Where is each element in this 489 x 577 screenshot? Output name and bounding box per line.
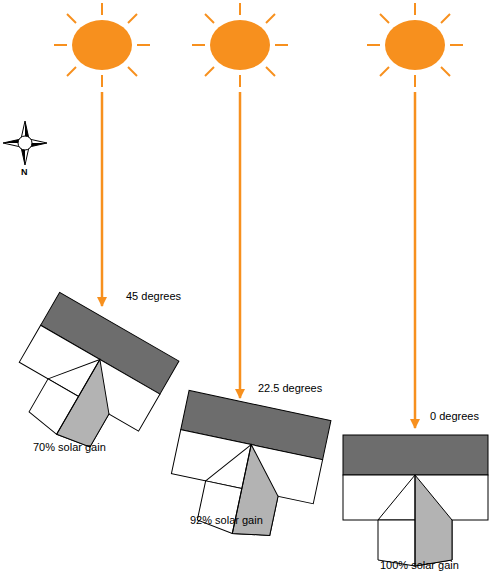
sun xyxy=(367,3,463,87)
compass-rose xyxy=(3,121,47,165)
angle-label: 22.5 degrees xyxy=(258,382,322,395)
house-plan xyxy=(0,292,179,469)
compass-label: N xyxy=(21,167,28,178)
sun-ray xyxy=(239,92,242,398)
gain-label: 100% solar gain xyxy=(380,559,459,572)
angle-label: 45 degrees xyxy=(126,290,181,303)
angle-label: 0 degrees xyxy=(430,410,479,423)
gain-label: 70% solar gain xyxy=(33,441,106,454)
sun xyxy=(54,3,150,87)
sun-ray xyxy=(414,92,417,428)
gain-label: 92% solar gain xyxy=(190,514,263,527)
house-plan xyxy=(343,435,488,566)
sun xyxy=(192,3,288,87)
sun-ray xyxy=(101,92,104,306)
house-plan xyxy=(162,390,331,548)
